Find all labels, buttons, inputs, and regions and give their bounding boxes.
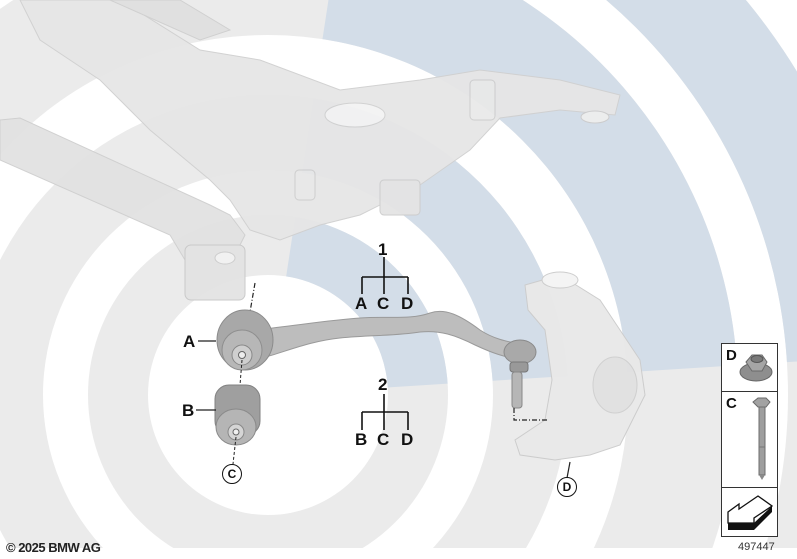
assembly-number-1: 1 xyxy=(378,240,388,259)
part-label-b[interactable]: B xyxy=(182,401,195,420)
assembly-number-2: 2 xyxy=(378,375,388,394)
legend-item-c[interactable]: C xyxy=(722,392,777,488)
assembly-2-tree xyxy=(361,394,409,430)
legend-letter-c: C xyxy=(726,395,737,412)
assembly-1-part-d: D xyxy=(401,294,414,313)
legend-box: D C xyxy=(721,343,778,537)
assembly-2-part-c: C xyxy=(377,430,390,449)
wheel-chock-arrow-icon xyxy=(727,495,774,530)
assembly-2-part-b: B xyxy=(355,430,368,449)
swivel-bearing xyxy=(514,271,646,461)
assembly-2-part-d: D xyxy=(401,430,414,449)
copyright-text: © 2025 BMW AG xyxy=(6,540,101,555)
callout-circle-d[interactable]: D xyxy=(557,477,577,497)
assembly-line xyxy=(249,282,256,313)
legend-letter-d: D xyxy=(726,347,737,364)
hex-bolt-icon xyxy=(752,397,771,480)
part-label-a[interactable]: A xyxy=(183,332,196,351)
image-number: 497447 xyxy=(738,541,775,553)
assembly-1-tree xyxy=(361,257,409,294)
control-arm xyxy=(254,310,537,409)
callout-circle-c[interactable]: C xyxy=(222,464,242,484)
callout-c-text: C xyxy=(227,467,237,481)
rubber-mount-b xyxy=(214,384,261,446)
legend-item-chock[interactable] xyxy=(722,488,777,536)
assembly-1-part-c: C xyxy=(377,294,390,313)
rubber-mount-a xyxy=(216,309,274,371)
flange-hex-nut-icon xyxy=(739,354,773,382)
legend-item-d[interactable]: D xyxy=(722,344,777,392)
callout-d-text: D xyxy=(562,480,572,494)
assembly-1-part-a: A xyxy=(355,294,368,313)
front-axle-subframe xyxy=(0,0,621,301)
